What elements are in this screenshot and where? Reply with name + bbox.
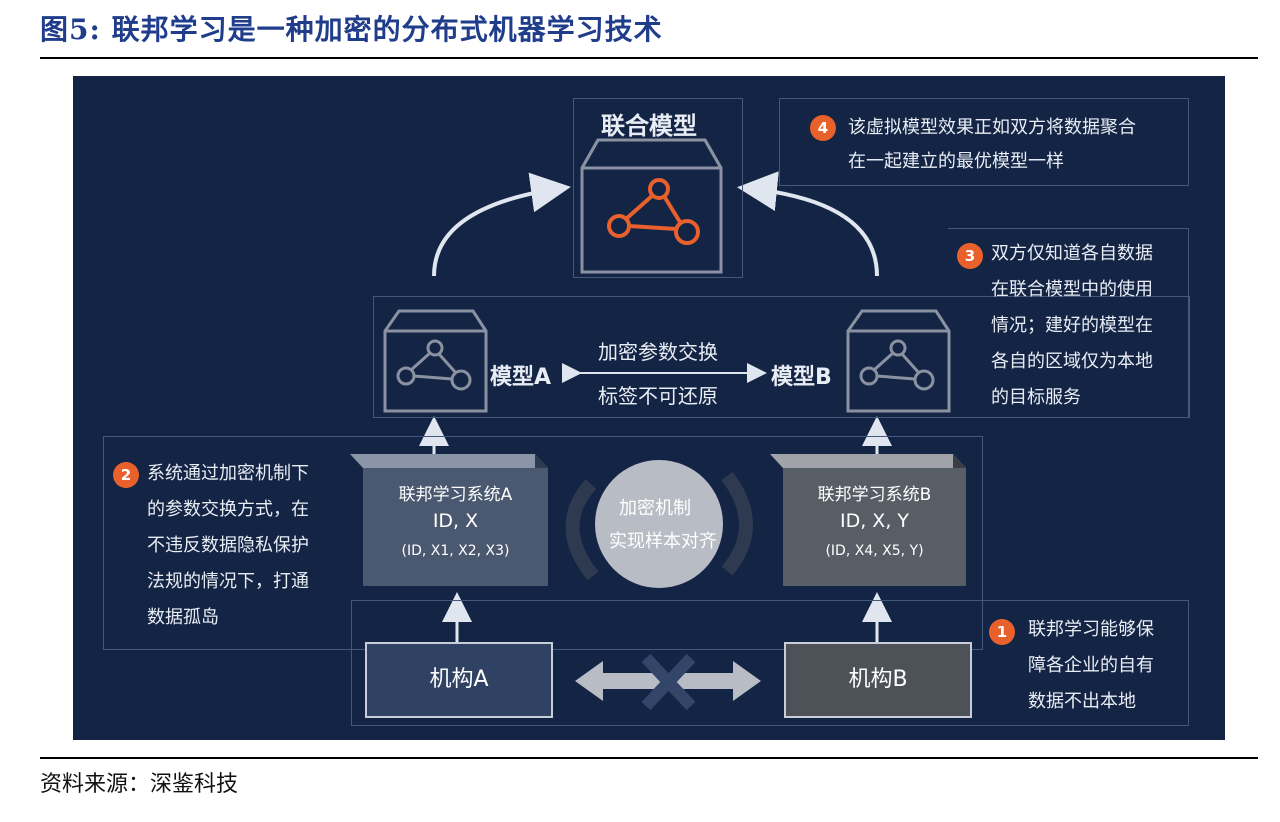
exchange-label-1: 加密参数交换: [598, 340, 718, 364]
bottom-rule: [40, 757, 1258, 759]
note-1-line-2: 障各企业的自有: [1028, 655, 1154, 676]
system-b-text: 联邦学习系统B ID, X, Y (ID, X4, X5, Y): [783, 482, 966, 564]
encryption-arrow-right: [721, 471, 753, 576]
system-b-fields: ID, X, Y: [839, 510, 909, 532]
system-a-title: 联邦学习系统A: [398, 485, 513, 505]
figure-title: 图5: 联邦学习是一种加密的分布式机器学习技术: [40, 13, 663, 46]
org-a-box: 机构A: [365, 642, 553, 718]
orgs-frame: [351, 600, 1189, 726]
note-4-line-1: 该虚拟模型效果正如双方将数据聚合: [848, 117, 1136, 138]
system-a-text: 联邦学习系统A ID, X (ID, X1, X2, X3): [363, 482, 548, 564]
system-b-title: 联邦学习系统B: [817, 485, 932, 505]
encryption-circle: [595, 460, 723, 588]
exchange-label-2: 标签不可还原: [598, 384, 718, 408]
note-2-badge: 2: [113, 462, 139, 488]
encryption-line-2: 实现样本对齐: [609, 531, 717, 552]
arrow-b-to-joint: [737, 171, 879, 277]
note-3-line-4: 各自的区域仅为本地: [991, 351, 1153, 372]
system-b-detail: (ID, X4, X5, Y): [825, 543, 924, 559]
note-2-line-2: 的参数交换方式，在: [147, 499, 309, 520]
system-a-cube: [350, 454, 548, 586]
model-a-label: 模型A: [490, 365, 552, 390]
note-2-line-5: 数据孤岛: [147, 607, 219, 628]
note-1-badge: 1: [989, 619, 1015, 645]
top-rule: [40, 57, 1258, 59]
note-3-badge: 3: [957, 243, 983, 269]
encryption-line-1: 加密机制: [619, 498, 691, 519]
note-4-badge: 4: [810, 115, 836, 141]
network-icon: [607, 178, 700, 245]
joint-model-frame: [573, 98, 743, 278]
blocked-transfer-icon: [575, 653, 761, 711]
note-1-line-1: 联邦学习能够保: [1028, 619, 1154, 640]
note-3-line-2: 在联合模型中的使用: [991, 279, 1153, 300]
system-a-fields: ID, X: [432, 510, 479, 532]
note-3-line-1: 双方仅知道各自数据: [991, 243, 1153, 264]
note-2-line-4: 法规的情况下，打通: [147, 571, 309, 592]
note-3-line-3: 情况；建好的模型在: [991, 315, 1153, 336]
note-2-line-3: 不违反数据隐私保护: [147, 535, 309, 556]
encryption-arrow-left: [565, 479, 599, 581]
source-note: 资料来源：深鉴科技: [40, 772, 239, 797]
arrow-a-to-joint: [432, 172, 571, 277]
system-a-detail: (ID, X1, X2, X3): [401, 543, 510, 559]
diagram-graphics: [350, 138, 966, 711]
org-b-box: 机构B: [784, 642, 972, 718]
model-a-icon: [383, 309, 488, 413]
note-4-line-2: 在一起建立的最优模型一样: [848, 151, 1064, 172]
joint-model-label: 联合模型: [601, 112, 697, 140]
model-b-icon: [846, 309, 951, 413]
note-3-frame: [948, 228, 1189, 418]
diagram-panel: 联合模型 4 该虚拟模型效果正如双方将数据聚合 在一起建立的最优模型一样 3 双…: [73, 76, 1225, 740]
note-2-line-1: 系统通过加密机制下: [147, 463, 309, 484]
joint-model-icon: [580, 138, 723, 274]
note-3-line-5: 的目标服务: [991, 387, 1081, 408]
models-frame: [373, 296, 1190, 418]
note-4-frame: [779, 98, 1189, 186]
system-b-cube: [770, 454, 966, 586]
note-1-line-3: 数据不出本地: [1028, 691, 1136, 712]
model-b-label: 模型B: [771, 365, 832, 390]
